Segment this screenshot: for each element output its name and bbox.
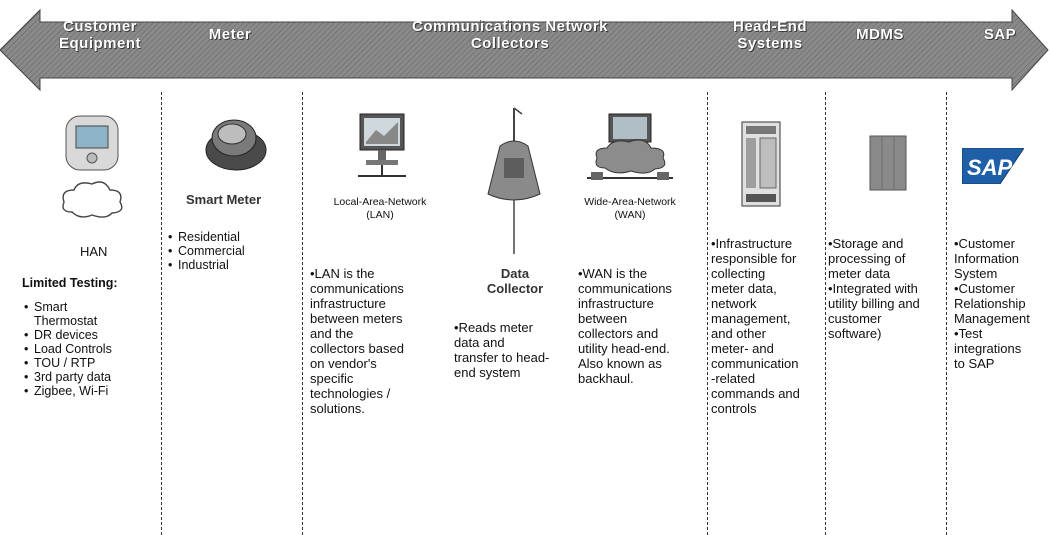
sap-logo-text: SAP	[967, 155, 1013, 180]
header-mdms: MDMS	[856, 26, 904, 43]
list-item: Residential	[168, 230, 298, 244]
wan-cloud-computers-icon	[587, 113, 673, 180]
list-item: Smart Thermostat	[24, 300, 159, 328]
server-rack-icon	[741, 121, 781, 207]
lan-description: •LAN is the communications infrastructur…	[310, 266, 404, 416]
divider-4	[825, 92, 826, 535]
list-item: TOU / RTP	[24, 356, 159, 370]
thermostat-icon	[65, 115, 119, 171]
list-item: Industrial	[168, 258, 298, 272]
sap-logo: SAP	[962, 148, 1024, 184]
list-item: DR devices	[24, 328, 159, 342]
header-communications: Communications Network Collectors	[411, 18, 609, 52]
computer-lan-icon	[358, 113, 406, 177]
head-end-description: •Infrastructure responsible for collecti…	[711, 236, 800, 416]
data-collector-title: Data Collector	[486, 266, 544, 296]
divider-5	[946, 92, 947, 535]
list-item: Commercial	[168, 244, 298, 258]
data-collector-description: •Reads meter data and transfer to head- …	[454, 320, 550, 380]
wan-description: •WAN is the communications infrastructur…	[578, 266, 672, 386]
cloud-icon	[62, 181, 123, 218]
database-server-icon	[869, 135, 907, 191]
limited-testing-title: Limited Testing:	[22, 276, 118, 290]
han-label: HAN	[80, 244, 108, 259]
lan-label: Local-Area-Network (LAN)	[333, 196, 427, 221]
list-item: Load Controls	[24, 342, 159, 356]
header-sap: SAP	[983, 26, 1017, 43]
divider-3	[707, 92, 708, 535]
divider-2	[302, 92, 303, 535]
mdms-description: •Storage and processing of meter data •I…	[828, 236, 920, 341]
limited-testing-list: Smart Thermostat DR devices Load Control…	[24, 300, 159, 398]
list-item: Zigbee, Wi-Fi	[24, 384, 159, 398]
list-item: 3rd party data	[24, 370, 159, 384]
meter-type-list: Residential Commercial Industrial	[168, 230, 298, 272]
header-meter: Meter	[208, 26, 252, 43]
wan-label: Wide-Area-Network (WAN)	[584, 196, 676, 221]
smart-meter-title: Smart Meter	[186, 192, 262, 207]
header-double-arrow	[0, 8, 1049, 92]
header-head-end: Head-End Systems	[732, 18, 807, 52]
sap-description: •Customer Information System •Customer R…	[954, 236, 1030, 371]
divider-1	[161, 92, 162, 535]
smart-meter-icon	[205, 119, 267, 171]
data-collector-icon	[487, 107, 541, 254]
header-customer-equipment: Customer Equipment	[59, 18, 141, 52]
